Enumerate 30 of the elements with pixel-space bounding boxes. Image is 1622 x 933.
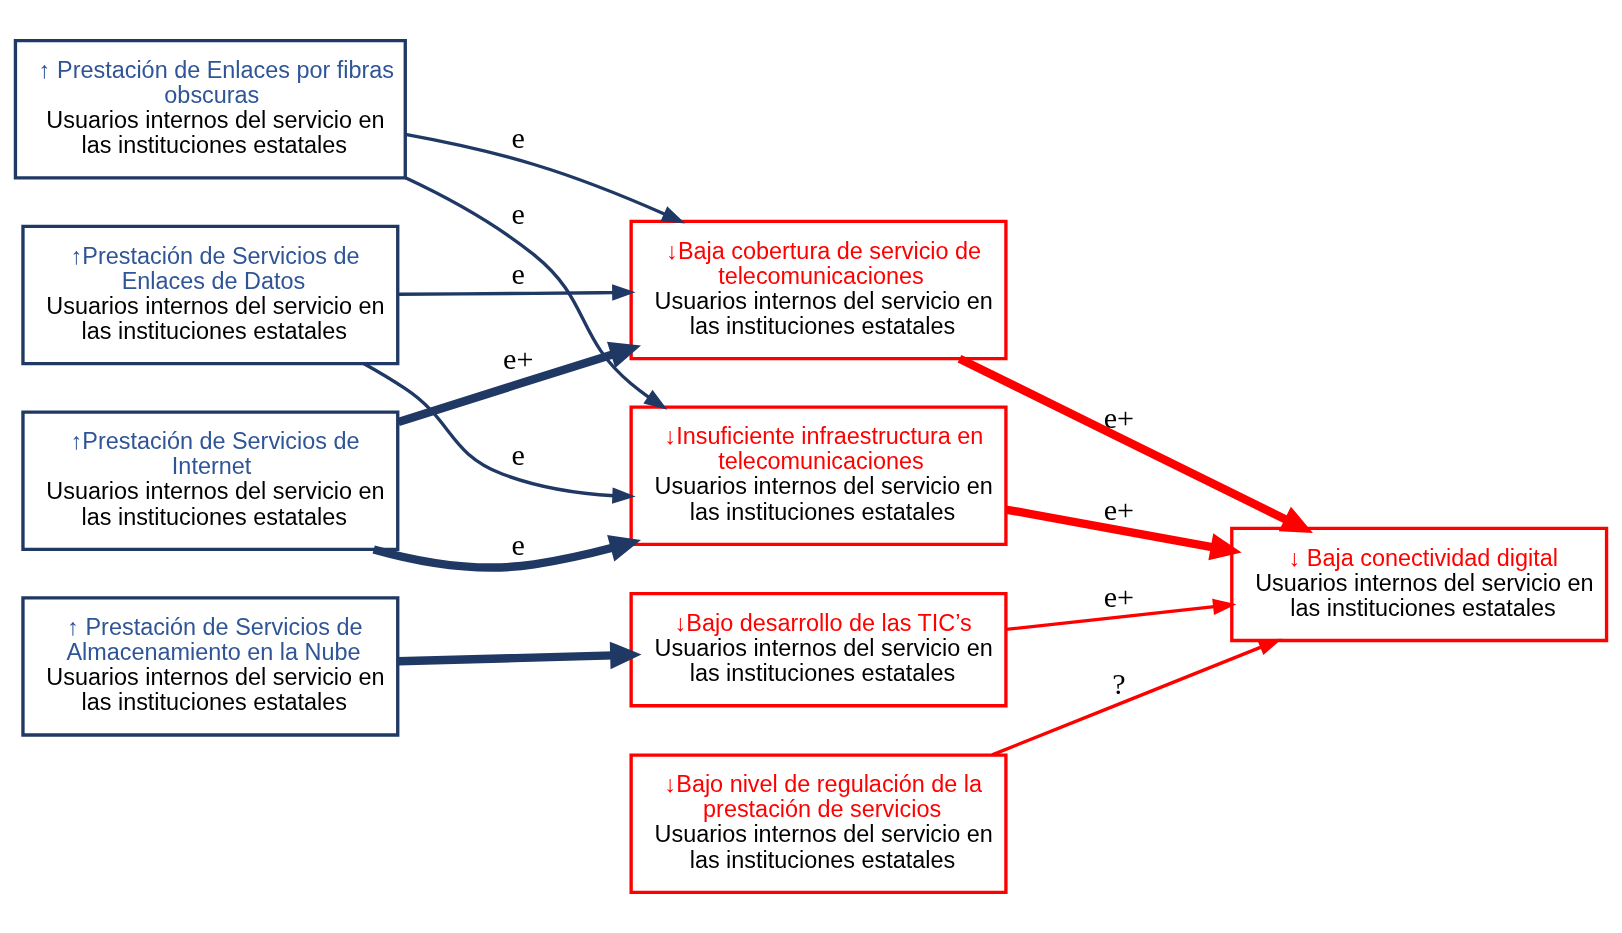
node-box: ↑ Prestación de Servicios de Almacenamiento en la Nube Usuarios internos del servicio en las instituciones estatales xyxy=(21,596,400,737)
node-box: ↓Bajo nivel de regulación de la prestación de servicios Usuarios internos del servicio en las instituciones estatales xyxy=(629,753,1008,894)
arrow xyxy=(957,354,1313,533)
node-box: ↓ Baja conectividad digital Usuarios internos del servicio en las instituciones estatales xyxy=(1230,526,1609,643)
edge-label: e+ xyxy=(1103,492,1135,527)
node-box: ↓Bajo desarrollo de las TIC’s Usuarios internos del servicio en las instituciones estatales xyxy=(629,592,1008,708)
edge-label: e xyxy=(511,528,525,563)
arrow xyxy=(363,362,636,504)
edge-label: ? xyxy=(1112,666,1126,701)
arrow xyxy=(405,132,686,224)
arrow xyxy=(404,176,668,410)
edge-label: e+ xyxy=(503,342,534,377)
node-box: ↑ Prestación de Enlaces por fibras obscuras Usuarios internos del servicio en las instituciones estatales xyxy=(13,39,407,180)
arrow xyxy=(1005,505,1242,561)
edge-label: e xyxy=(511,196,525,231)
edge-label: e xyxy=(511,437,525,472)
edge-label: e xyxy=(511,121,525,156)
arrow xyxy=(372,535,641,572)
arrow xyxy=(398,284,636,301)
edge-label: e+ xyxy=(1103,400,1135,435)
arrow xyxy=(397,341,642,426)
node-box: ↑Prestación de Servicios de Enlaces de Datos Usuarios internos del servicio en las instituciones estatales xyxy=(21,224,400,366)
arrow xyxy=(1005,598,1237,632)
edge-label: e xyxy=(511,256,525,291)
edge-label: e+ xyxy=(1103,579,1135,614)
node-box: ↑Prestación de Servicios de Internet Usuarios internos del servicio en las instituciones estatales xyxy=(21,410,400,551)
node-box: ↓Baja cobertura de servicio de telecomunicaciones Usuarios internos del servicio en las instituciones estatales xyxy=(629,219,1008,361)
arrow xyxy=(991,638,1283,757)
node-box: ↓Insuficiente infraestructura en telecomunicaciones Usuarios internos del servicio en las instituciones estatales xyxy=(629,405,1008,546)
arrow xyxy=(398,641,642,670)
